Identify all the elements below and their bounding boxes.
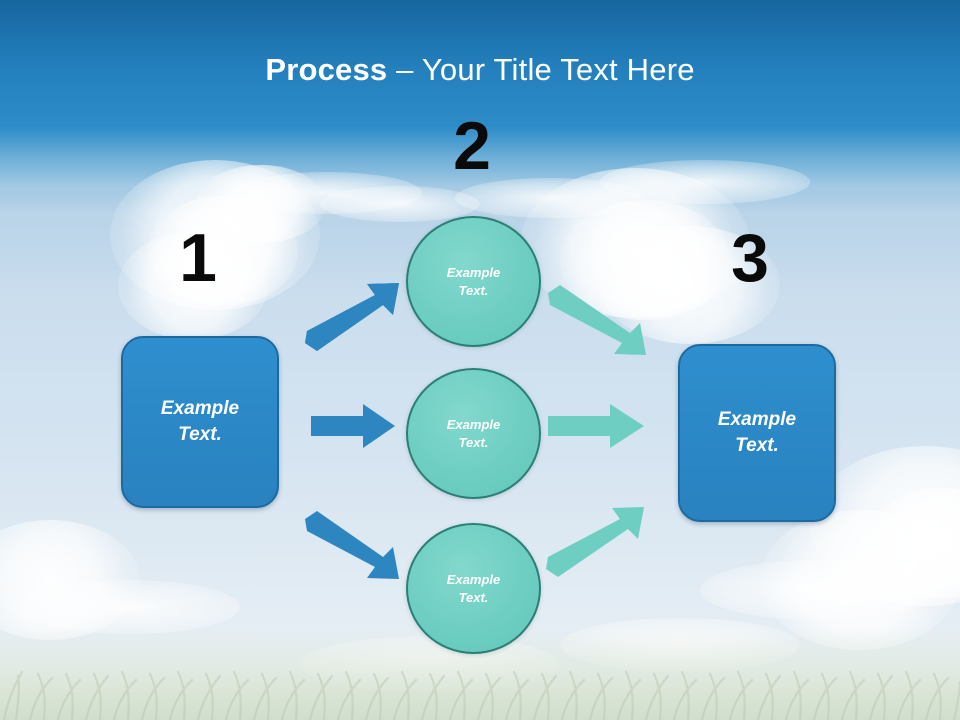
- process-circle-middle-line1: Example: [446, 416, 501, 432]
- arrow-right-down-icon: [546, 285, 652, 359]
- process-circle-top-line2: Text.: [458, 282, 489, 298]
- arrow-left-up-icon: [303, 281, 403, 353]
- process-circle-bottom-line1: Example: [446, 571, 501, 587]
- process-box-left[interactable]: Example Text.: [121, 336, 279, 508]
- slide-title-strong: Process: [265, 52, 388, 87]
- process-circle-bottom[interactable]: Example Text.: [406, 523, 541, 654]
- process-box-right[interactable]: Example Text.: [678, 344, 836, 522]
- process-box-right-line1: Example: [717, 409, 797, 430]
- arrow-left-down-icon: [303, 511, 403, 583]
- step-number-1: 1: [179, 220, 217, 296]
- arrow-right-up-icon: [544, 505, 650, 579]
- header-band: [0, 0, 960, 126]
- slide-title-rest: – Your Title Text Here: [387, 52, 695, 87]
- process-box-left-line2: Text.: [178, 424, 222, 445]
- step-number-2: 2: [453, 108, 491, 184]
- arrow-right-middle-icon: [548, 404, 644, 448]
- process-circle-top[interactable]: Example Text.: [406, 216, 541, 347]
- process-box-right-line2: Text.: [735, 435, 779, 456]
- slide-title: Process – Your Title Text Here: [0, 50, 960, 90]
- process-box-left-line1: Example: [160, 398, 240, 419]
- process-circle-bottom-line2: Text.: [458, 589, 489, 605]
- process-circle-top-line1: Example: [446, 264, 501, 280]
- step-number-3: 3: [731, 220, 769, 296]
- grass-silhouette: [2, 670, 960, 720]
- arrow-left-middle-icon: [311, 404, 395, 448]
- process-circle-middle[interactable]: Example Text.: [406, 368, 541, 499]
- process-circle-middle-line2: Text.: [458, 434, 489, 450]
